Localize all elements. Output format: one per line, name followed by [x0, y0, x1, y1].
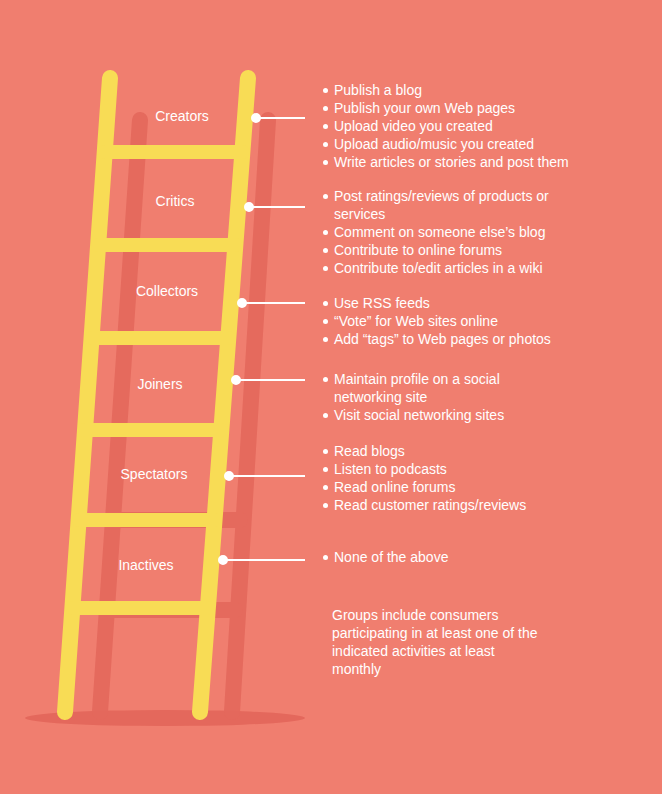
activity-item: Visit social networking sites: [322, 406, 554, 424]
activity-text: “Vote” for Web sites online: [334, 313, 498, 329]
bullet-dot: [323, 194, 328, 199]
activity-item: Add “tags” to Web pages or photos: [322, 330, 647, 348]
bullet-dot: [323, 248, 328, 253]
bullet-dot: [323, 503, 328, 508]
activity-text: Publish a blog: [334, 82, 422, 98]
activity-text: Publish your own Web pages: [334, 100, 515, 116]
bullet-dot: [323, 467, 328, 472]
footnote: Groups include consumers participating i…: [332, 606, 547, 678]
activity-text: Read online forums: [334, 479, 455, 495]
activity-item: Contribute to online forums: [322, 241, 592, 259]
bullet-dot: [323, 230, 328, 235]
activity-item: Upload audio/music you created: [322, 135, 647, 153]
activity-item: Publish your own Web pages: [322, 99, 647, 117]
activity-item: “Vote” for Web sites online: [322, 312, 647, 330]
activity-item: Listen to podcasts: [322, 460, 647, 478]
activity-text: Read customer ratings/reviews: [334, 497, 526, 513]
activity-text: Contribute to/edit articles in a wiki: [334, 260, 543, 276]
activity-item: None of the above: [322, 548, 647, 566]
activity-item: Contribute to/edit articles in a wiki: [322, 259, 592, 277]
bullet-dot: [323, 337, 328, 342]
activity-text: Comment on someone else’s blog: [334, 224, 545, 240]
activity-item: Read online forums: [322, 478, 647, 496]
bullet-dot: [323, 485, 328, 490]
activity-item: Write articles or stories and post them: [322, 153, 647, 171]
activity-item: Use RSS feeds: [322, 294, 647, 312]
activity-text: Post ratings/reviews of products or serv…: [334, 188, 549, 222]
bullet-dot: [323, 142, 328, 147]
bullet-dot: [323, 413, 328, 418]
activity-item: Upload video you created: [322, 117, 647, 135]
activity-text: Listen to podcasts: [334, 461, 447, 477]
bullet-dot: [323, 124, 328, 129]
activity-text: Visit social networking sites: [334, 407, 504, 423]
bullet-dot: [323, 88, 328, 93]
activity-item: Read blogs: [322, 442, 647, 460]
bullet-dot: [323, 555, 328, 560]
bullet-dot: [323, 160, 328, 165]
activity-item: Publish a blog: [322, 81, 647, 99]
bullet-dot: [323, 449, 328, 454]
activity-item: Maintain profile on a social networking …: [322, 370, 554, 406]
rung-label: Critics: [156, 192, 195, 210]
rung-label: Spectators: [121, 465, 188, 483]
bullet-dot: [323, 266, 328, 271]
rung-label: Collectors: [136, 282, 198, 300]
activity-item: Read customer ratings/reviews: [322, 496, 647, 514]
activity-text: Add “tags” to Web pages or photos: [334, 331, 551, 347]
activity-text: None of the above: [334, 549, 448, 565]
activity-item: Post ratings/reviews of products or serv…: [322, 187, 592, 223]
activity-list: None of the above: [322, 548, 647, 566]
activity-list: Read blogsListen to podcastsRead online …: [322, 442, 647, 514]
activity-text: Use RSS feeds: [334, 295, 430, 311]
rung-label: Inactives: [118, 556, 173, 574]
bullet-dot: [323, 319, 328, 324]
rung-label: Creators: [155, 107, 209, 125]
activity-list: Post ratings/reviews of products or serv…: [322, 187, 592, 277]
activity-item: Comment on someone else’s blog: [322, 223, 592, 241]
bullet-dot: [323, 377, 328, 382]
activity-text: Contribute to online forums: [334, 242, 502, 258]
bullet-dot: [323, 301, 328, 306]
activity-text: Upload audio/music you created: [334, 136, 534, 152]
activity-list: Use RSS feeds “Vote” for Web sites online…: [322, 294, 647, 348]
activity-text: Upload video you created: [334, 118, 493, 134]
activity-text: Maintain profile on a social networking …: [334, 371, 500, 405]
activity-list: Maintain profile on a social networking …: [322, 370, 554, 424]
rung-label: Joiners: [137, 375, 182, 393]
bullet-dot: [323, 106, 328, 111]
activity-list: Publish a blogPublish your own Web pages…: [322, 81, 647, 171]
activity-text: Read blogs: [334, 443, 405, 459]
activity-text: Write articles or stories and post them: [334, 154, 569, 170]
